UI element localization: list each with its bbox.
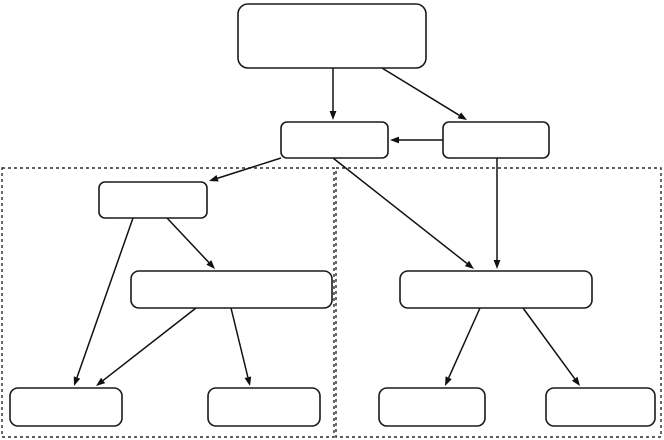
edge-line [166, 217, 210, 263]
diagram-node[interactable] [9, 387, 123, 427]
edge-line [102, 307, 197, 382]
arrowhead-icon [206, 260, 215, 269]
cluster-container [335, 167, 662, 438]
node-box[interactable] [130, 270, 333, 309]
node-box[interactable] [9, 387, 123, 427]
edge-line [448, 307, 481, 379]
diagram-node[interactable] [378, 387, 486, 427]
diagram-node[interactable] [280, 121, 389, 159]
node-box[interactable] [98, 181, 208, 219]
diagram-node[interactable] [98, 181, 208, 219]
node-box[interactable] [280, 121, 389, 159]
diagram-node[interactable] [545, 387, 656, 427]
node-box[interactable] [207, 387, 321, 427]
arrowhead-icon [209, 175, 219, 182]
node-layer [9, 3, 656, 427]
diagram-node[interactable] [399, 270, 593, 309]
diagram-node[interactable] [442, 121, 550, 159]
arrowhead-icon [96, 377, 106, 386]
arrowhead-icon [244, 376, 252, 386]
edge-line [76, 217, 134, 378]
diagram-node[interactable] [130, 270, 333, 309]
arrowhead-icon [329, 111, 337, 120]
node-box[interactable] [399, 270, 593, 309]
arrowhead-icon [445, 376, 452, 386]
edge-line [217, 157, 282, 179]
node-box[interactable] [545, 387, 656, 427]
arrowhead-icon [390, 136, 399, 144]
arrowhead-icon [493, 260, 501, 269]
edge-line [522, 307, 576, 380]
diagram-node[interactable] [207, 387, 321, 427]
edge-line [332, 157, 468, 265]
arrowhead-icon [73, 376, 81, 386]
arrowhead-icon [571, 376, 580, 386]
node-box[interactable] [378, 387, 486, 427]
diagram-node[interactable] [237, 3, 427, 69]
arrowhead-icon [464, 260, 474, 269]
arrowhead-icon [457, 112, 467, 120]
edge-layer [73, 67, 580, 386]
edge-line [230, 307, 249, 378]
cluster-layer [1, 167, 662, 438]
node-box[interactable] [237, 3, 427, 69]
edge-line [381, 67, 460, 116]
node-box[interactable] [442, 121, 550, 159]
